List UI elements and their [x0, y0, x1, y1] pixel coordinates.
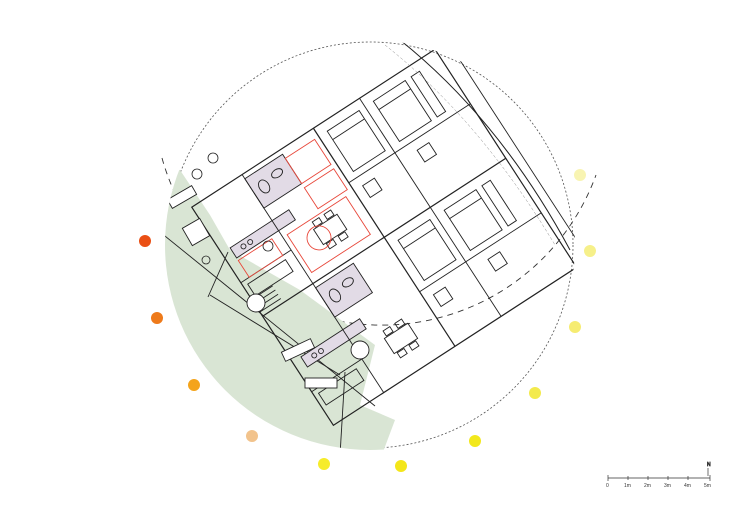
scale-label-5: 5m [704, 483, 711, 489]
scale-label-2: 2m [644, 483, 651, 489]
dining-table-2 [383, 322, 419, 355]
kitchen-2 [300, 318, 367, 368]
scale-label-0: 0 [606, 483, 609, 489]
sun-position-1 [139, 235, 151, 247]
scale-label-3: 3m [664, 483, 671, 489]
road-edge [399, 40, 571, 251]
bathroom-1 [244, 153, 303, 209]
sun-position-3 [188, 379, 200, 391]
bed-1 [326, 109, 386, 173]
kitchen-1 [229, 209, 296, 259]
sun-lounger-1 [280, 338, 316, 362]
sun-lounger-2 [304, 377, 338, 389]
accessibility-overlay [237, 138, 371, 278]
garden-round-table-2 [350, 340, 370, 360]
sun-lounger-3 [166, 185, 198, 209]
sun-position-6 [395, 460, 407, 472]
sun-position-7 [469, 435, 481, 447]
garden-round-table-1 [246, 293, 266, 313]
north-label: N [707, 462, 711, 468]
plants [191, 152, 274, 265]
scale-label-4: 4m [684, 483, 691, 489]
garden-furniture [166, 185, 370, 389]
sun-position-12 [574, 169, 586, 181]
sofa-1 [247, 259, 294, 297]
sun-path [139, 157, 597, 472]
sun-position-9 [569, 321, 581, 333]
sun-path-arc [161, 157, 597, 326]
sun-position-10 [584, 245, 596, 257]
north-arrow-icon: N [707, 462, 711, 476]
bed-2 [372, 79, 432, 143]
scale-label-1: 1m [624, 483, 631, 489]
sun-position-8 [529, 387, 541, 399]
bed-4 [443, 188, 503, 252]
sun-position-2 [151, 312, 163, 324]
bed-3 [397, 218, 457, 282]
sun-position-5 [318, 458, 330, 470]
sun-position-4 [246, 430, 258, 442]
plan-content [165, 40, 575, 450]
scale-bar: 0 1m 2m 3m 4m 5m [606, 475, 711, 489]
dining-table-1 [312, 213, 348, 246]
